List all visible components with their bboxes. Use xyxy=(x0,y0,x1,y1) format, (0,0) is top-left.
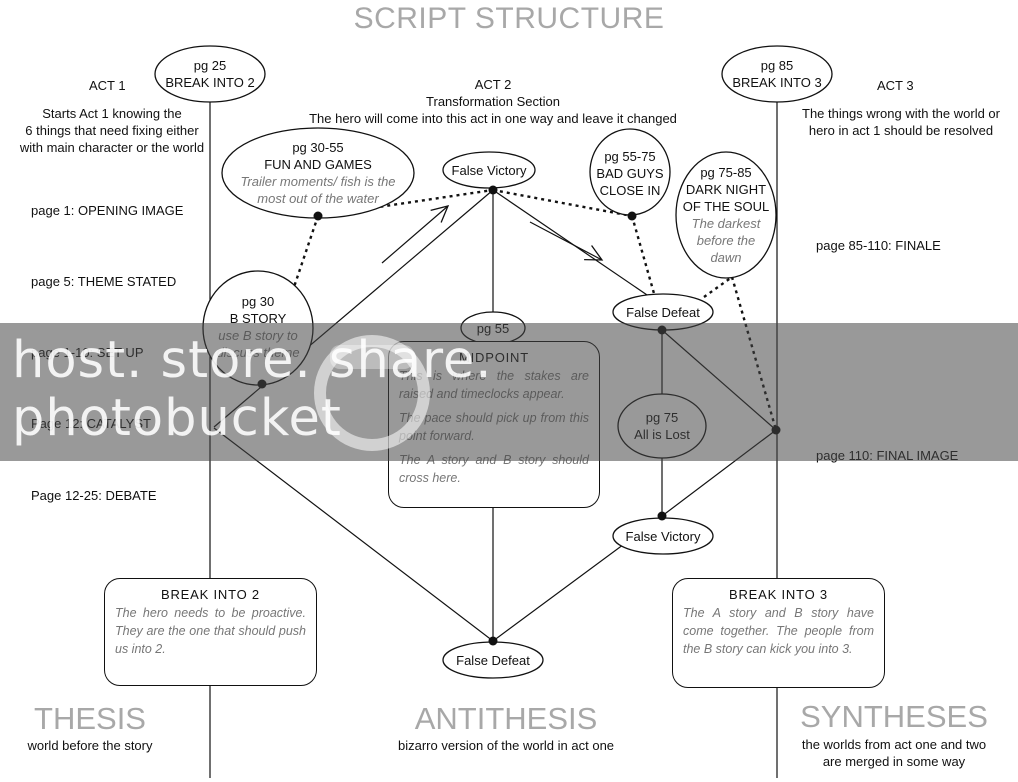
act2-description: The hero will come into this act in one … xyxy=(309,111,677,126)
act1-label: ACT 1 xyxy=(89,78,126,93)
junction-dot xyxy=(627,211,637,221)
bad-guys-node: pg 55-75 BAD GUYS CLOSE IN xyxy=(596,148,664,198)
break2-box: BREAK INTO 2 The hero needs to be proact… xyxy=(104,578,317,686)
false-defeat-bottom-node: False Defeat xyxy=(456,652,530,668)
break2-box-body: The hero needs to be proactive. They are… xyxy=(115,606,306,656)
midpoint-body: This is where the stakes are raised and … xyxy=(399,369,589,485)
act2-subtitle: Transformation Section xyxy=(426,94,560,109)
midpoint-heading: MIDPOINT xyxy=(459,350,529,365)
break2-node: pg 25 BREAK INTO 2 xyxy=(165,58,255,90)
b-story-node: pg 30 B STORY use B story to discuss the… xyxy=(216,294,300,360)
false-victory-top-node: False Victory xyxy=(451,162,527,178)
syntheses-caption: the worlds from act one and two are merg… xyxy=(801,737,987,769)
break3-box-heading: BREAK INTO 3 xyxy=(729,587,828,602)
beat-catalyst: Page 12: CATALYST xyxy=(31,416,151,431)
falling-arrow xyxy=(529,221,604,261)
thesis-label: THESIS xyxy=(34,701,146,736)
dark-night-ellipse xyxy=(675,151,777,279)
rising-arrow xyxy=(381,205,450,264)
junction-dot xyxy=(313,211,323,221)
antithesis-caption: bizarro version of the world in act one xyxy=(397,738,615,753)
junction-dot xyxy=(257,379,267,389)
junction-dot xyxy=(488,636,498,646)
thesis-caption: world before the story xyxy=(27,738,153,753)
act1-description: Starts Act 1 knowing the 6 things that n… xyxy=(19,106,205,155)
break3-node: pg 85 BREAK INTO 3 xyxy=(732,58,822,90)
antithesis-label: ANTITHESIS xyxy=(414,701,598,736)
pg55-node: pg 55 xyxy=(476,320,510,336)
junction-dot xyxy=(771,425,781,435)
beat-finale: page 85-110: FINALE xyxy=(816,238,941,253)
all-lost-node: pg 75 All is Lost xyxy=(634,410,690,442)
act2-label: ACT 2 xyxy=(474,77,512,92)
break2-box-heading: BREAK INTO 2 xyxy=(161,587,260,602)
junction-dot xyxy=(488,185,498,195)
act3-label: ACT 3 xyxy=(877,78,914,93)
break3-box: BREAK INTO 3 The A story and B story hav… xyxy=(672,578,885,688)
break3-ellipse xyxy=(721,45,833,103)
dark-night-node: pg 75-85 DARK NIGHT OF THE SOUL The dark… xyxy=(682,165,770,265)
break3-box-body: The A story and B story have come togeth… xyxy=(683,606,874,656)
beat-debate: Page 12-25: DEBATE xyxy=(31,488,157,503)
act3-description: The things wrong with the world or hero … xyxy=(802,106,1000,138)
syntheses-label: SYNTHESES xyxy=(800,699,988,734)
lower-v-left xyxy=(213,427,494,642)
beat-final-image: page 110: FINAL IMAGE xyxy=(816,448,959,463)
false-victory-low-node: False Victory xyxy=(625,528,701,544)
beat-set-up: page 1-10: SET UP xyxy=(31,345,144,360)
midpoint-box: MIDPOINT This is where the stakes are ra… xyxy=(388,341,600,508)
page-title: SCRIPT STRUCTURE xyxy=(353,2,665,35)
false-defeat-mid-node: False Defeat xyxy=(626,304,700,320)
beat-theme-stated: page 5: THEME STATED xyxy=(31,274,177,289)
fun-games-node: pg 30-55 FUN AND GAMES Trailer moments/ … xyxy=(240,140,396,206)
break2-ellipse xyxy=(154,45,266,103)
beat-opening-image: page 1: OPENING IMAGE xyxy=(31,203,184,218)
junction-dot xyxy=(657,511,667,521)
